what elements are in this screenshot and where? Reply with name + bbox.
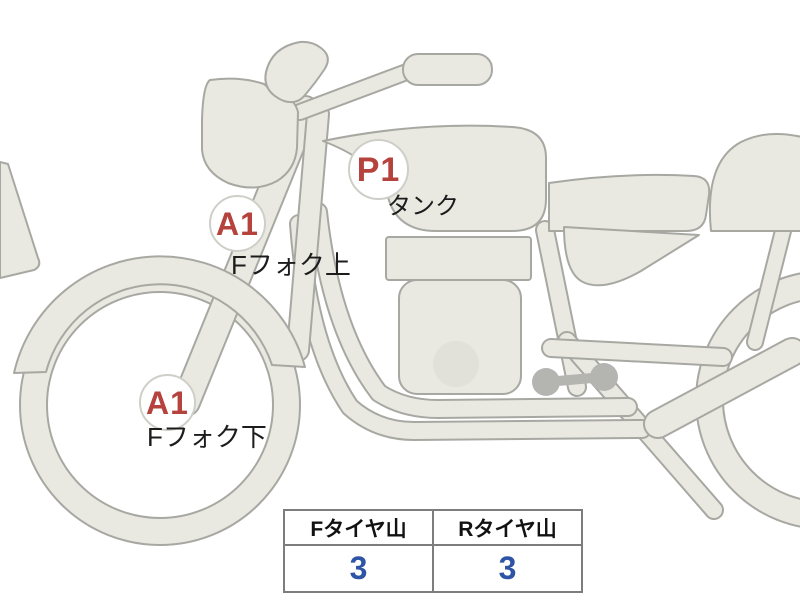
rear-tire-header: Rタイヤ山	[432, 509, 583, 546]
engine-block	[398, 279, 522, 395]
front-fender	[13, 255, 306, 374]
marker-p1-tank: P1	[348, 139, 409, 200]
tire-table-value-row: 3 3	[283, 544, 583, 593]
front-tip	[0, 161, 41, 279]
label-fork-upper: Fフォク上	[231, 250, 351, 280]
marker-a1-fork-upper: A1	[209, 195, 266, 252]
marker-a1-fork-lower: A1	[139, 374, 196, 431]
handlebar-grip	[402, 53, 493, 86]
front-tire-header: Fタイヤ山	[283, 509, 434, 546]
exhaust-pipes	[289, 202, 652, 441]
front-tire-value: 3	[283, 544, 434, 593]
rear-fender	[708, 132, 800, 232]
engine-case-circle	[433, 341, 479, 387]
tire-tread-table: Fタイヤ山 Rタイヤ山 3 3	[283, 509, 583, 593]
rear-tire-value: 3	[432, 544, 583, 593]
marker-a1-upper-code: A1	[216, 205, 259, 242]
footpeg	[532, 363, 618, 396]
handlebar	[291, 53, 493, 121]
marker-a1-lower-code: A1	[146, 384, 189, 421]
marker-p1-code: P1	[356, 150, 401, 189]
seat	[548, 173, 711, 232]
muffler	[643, 337, 800, 439]
rear-wheel	[695, 272, 800, 528]
speedometer	[264, 40, 329, 104]
label-fork-lower: Fフォク下	[147, 422, 267, 452]
side-cover	[563, 226, 700, 287]
tire-table-header-row: Fタイヤ山 Rタイヤ山	[283, 509, 583, 546]
label-tank: タンク	[387, 193, 459, 220]
airbox	[385, 236, 532, 281]
